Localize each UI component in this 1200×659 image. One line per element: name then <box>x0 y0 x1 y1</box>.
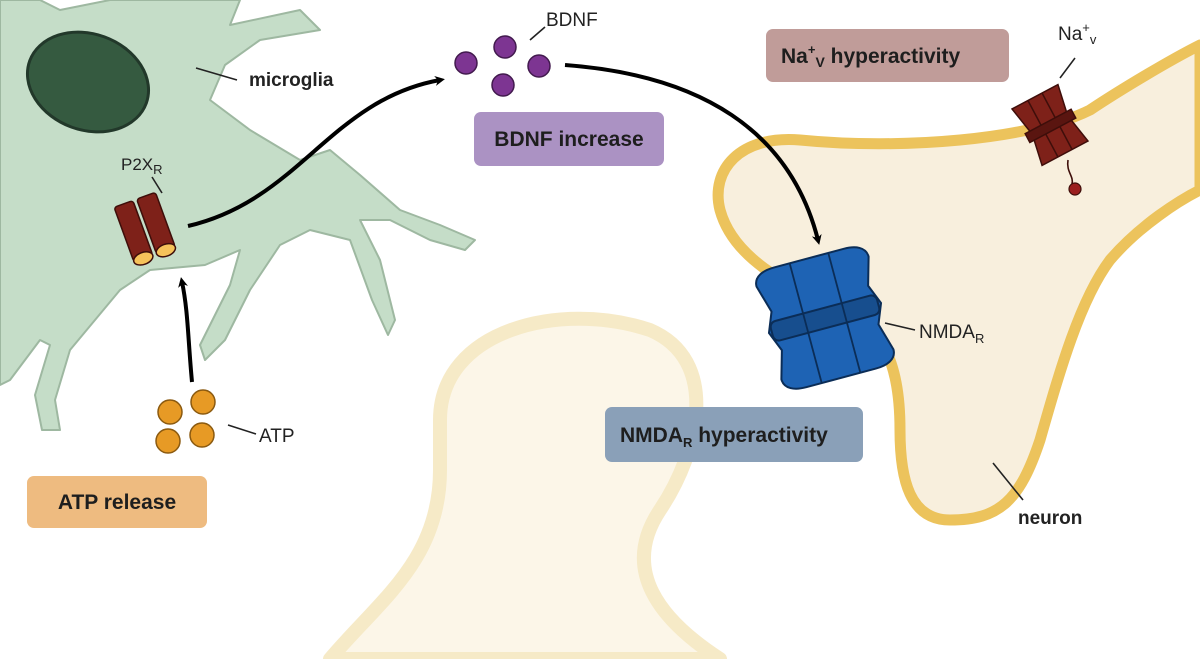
bdnf-increase-box: BDNF increase <box>474 112 664 166</box>
bdnf-molecule <box>491 73 515 97</box>
atp-molecules <box>155 389 216 454</box>
label-neuron: neuron <box>1018 508 1082 529</box>
atp-molecule <box>155 428 181 454</box>
bdnf-molecule <box>493 35 517 59</box>
nav-hyperactivity-box-bg <box>766 29 1009 82</box>
arrow-p2x-to-bdnf <box>187 75 445 228</box>
sodium-channel-ball <box>1068 182 1082 196</box>
background-neuron <box>323 311 727 659</box>
bdnf-molecules <box>454 35 551 97</box>
sodium-channel-icon <box>1010 83 1090 167</box>
nav-hyperactivity-text: Na+V hyperactivity <box>781 42 961 70</box>
leader-nmda <box>884 322 916 331</box>
sodium-channel-tail <box>1066 159 1074 185</box>
label-p2x: P2XR <box>121 155 163 177</box>
p2x-receptor-icon <box>114 192 177 266</box>
nmda-receptor-icon <box>755 246 895 390</box>
bdnf-increase-text: BDNF increase <box>494 128 643 151</box>
label-atp: ATP <box>259 426 295 447</box>
label-nav: Na+v <box>1058 20 1097 47</box>
bdnf-molecule <box>527 54 551 78</box>
bdnf-molecule <box>454 51 478 75</box>
label-bdnf: BDNF <box>546 10 598 31</box>
leader-microglia <box>195 67 238 81</box>
nmda-hyperactivity-box-bg <box>605 407 863 462</box>
leader-neuron <box>992 462 1024 501</box>
leader-atp <box>227 424 257 435</box>
bdnf-increase-box-bg <box>474 112 664 166</box>
nmda-hyperactivity-box: NMDAR hyperactivity <box>605 407 863 462</box>
nmda-hyperactivity-text: NMDAR hyperactivity <box>620 424 828 450</box>
atp-molecule <box>157 399 183 425</box>
leader-bdnf <box>529 26 546 41</box>
leader-nav <box>1059 57 1076 79</box>
microglia-cell <box>0 0 476 431</box>
atp-release-box-bg <box>27 476 207 528</box>
atp-molecule <box>190 389 216 415</box>
atp-release-text: ATP release <box>58 491 176 514</box>
nav-hyperactivity-box: Na+V hyperactivity <box>766 29 1009 82</box>
atp-release-box: ATP release <box>27 476 207 528</box>
arrow-atp-to-p2x <box>178 277 194 383</box>
label-nmda: NMDAR <box>919 322 984 346</box>
microglia-nucleus <box>25 30 151 134</box>
label-microglia: microglia <box>249 70 334 91</box>
arrow-bdnf-to-nmda <box>564 63 822 245</box>
leader-p2x <box>151 176 163 194</box>
atp-molecule <box>189 422 215 448</box>
